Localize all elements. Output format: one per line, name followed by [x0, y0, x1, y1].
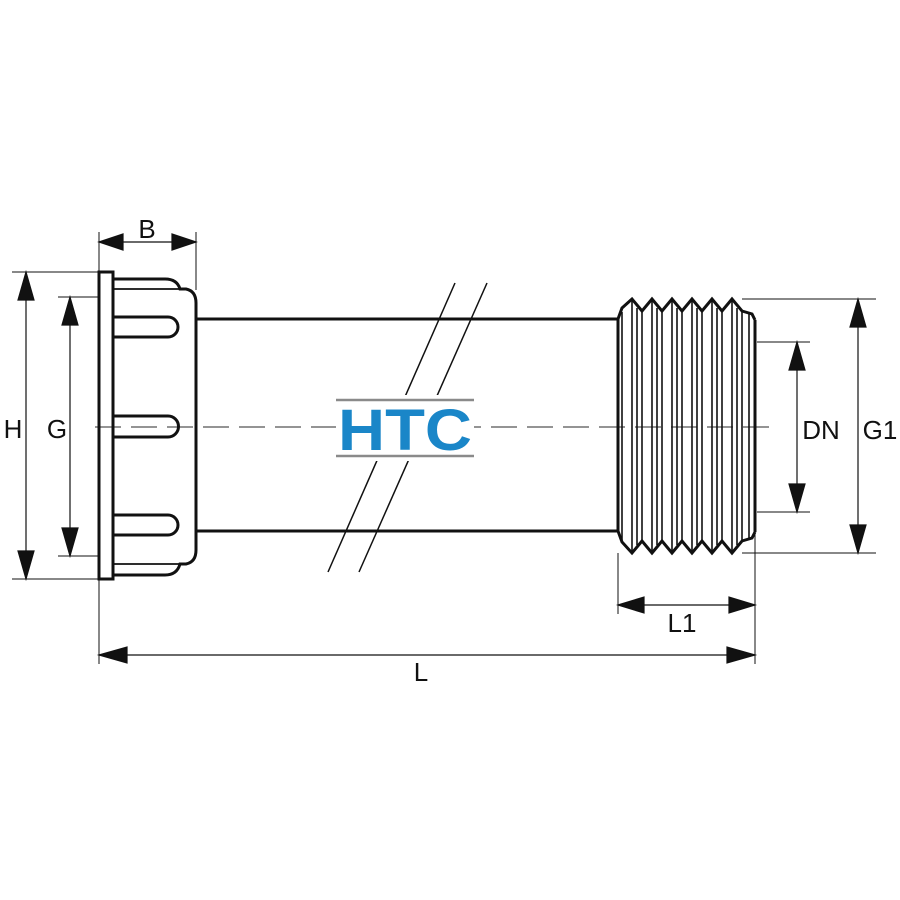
label-g1: G1 [863, 415, 898, 445]
htc-logo: HTC [336, 395, 474, 463]
label-l: L [414, 657, 428, 687]
union-nut [97, 270, 198, 581]
label-b: B [138, 214, 155, 244]
logo-text: HTC [338, 398, 472, 463]
threaded-end [616, 296, 757, 556]
dimension-lines [17, 233, 867, 664]
label-l1: L1 [668, 608, 697, 638]
label-g: G [47, 414, 67, 444]
pipe-body [196, 317, 618, 533]
label-h: H [4, 414, 23, 444]
label-dn: DN [802, 415, 840, 445]
